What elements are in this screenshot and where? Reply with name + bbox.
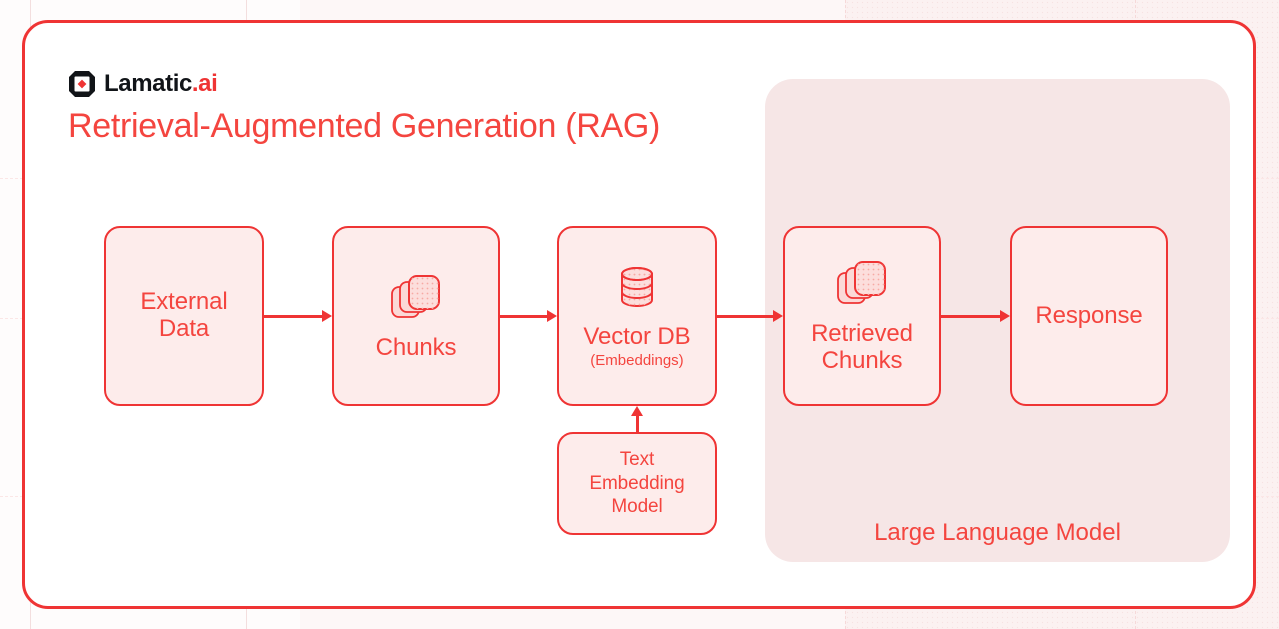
node-label-line3: Model <box>611 496 663 518</box>
node-chunks[interactable]: Chunks <box>332 226 500 406</box>
brand-name: Lamatic.ai <box>104 70 218 97</box>
stacked-documents-icon <box>836 257 888 314</box>
brand-logo: Lamatic.ai <box>69 70 218 97</box>
page-title: Retrieval-Augmented Generation (RAG) <box>68 107 661 145</box>
diagram-card: Lamatic.ai Retrieval-Augmented Generatio… <box>22 20 1256 609</box>
large-language-model-label: Large Language Model <box>874 519 1121 546</box>
node-sublabel: (Embeddings) <box>590 351 684 369</box>
database-cylinder-icon <box>612 262 662 317</box>
node-label-line1: Text <box>619 448 655 470</box>
arrowhead-icon <box>630 406 643 416</box>
arrowhead-icon <box>547 309 557 322</box>
node-retrieved-chunks[interactable]: Retrieved Chunks <box>783 226 941 406</box>
edge-shaft <box>636 415 639 432</box>
brand-suffix: .ai <box>191 70 218 97</box>
arrowhead-icon <box>773 309 783 322</box>
stacked-documents-icon <box>390 271 442 328</box>
node-label-line2: Chunks <box>821 347 903 374</box>
edge-shaft <box>941 315 1001 318</box>
lamatic-diamond-logo-icon <box>69 71 95 97</box>
node-label: Vector DB <box>583 323 691 351</box>
node-response[interactable]: Response <box>1010 226 1168 406</box>
brand-name-text: Lamatic <box>104 70 192 97</box>
node-label-line1: Retrieved <box>811 320 913 348</box>
node-vector-db[interactable]: Vector DB (Embeddings) <box>557 226 717 406</box>
node-text-embedding-model[interactable]: Text Embedding Model <box>557 432 717 535</box>
arrowhead-icon <box>322 309 332 322</box>
node-label-line2: Embedding <box>589 472 685 494</box>
node-label-line2: Data <box>158 315 210 342</box>
node-label-line1: External <box>140 288 228 316</box>
edge-shaft <box>500 315 548 318</box>
edge-shaft <box>717 315 774 318</box>
node-external-data[interactable]: External Data <box>104 226 264 406</box>
edge-shaft <box>264 315 323 318</box>
node-label: Chunks <box>375 333 457 361</box>
arrowhead-icon <box>1000 309 1010 322</box>
node-label: Response <box>1035 301 1143 329</box>
